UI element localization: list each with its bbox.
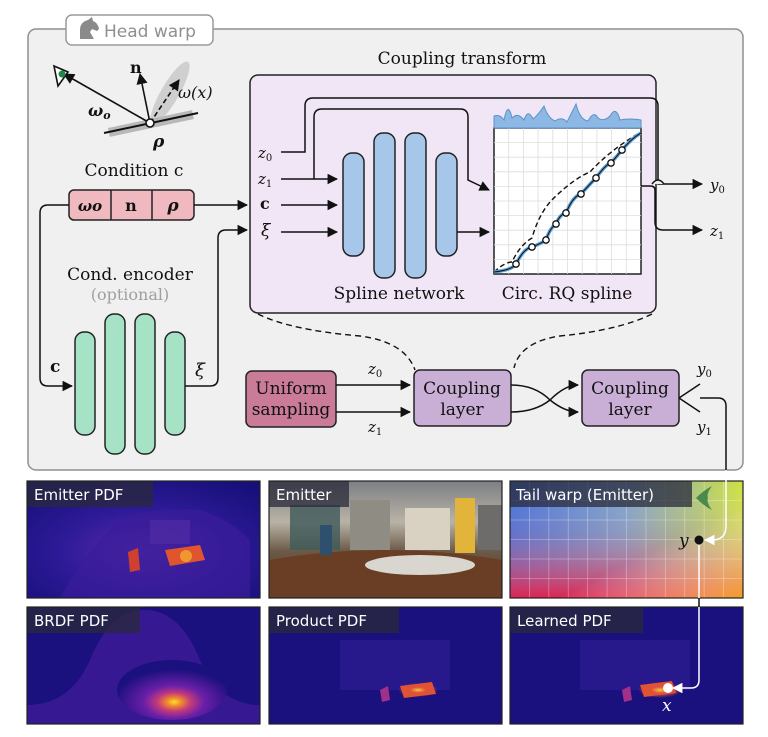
- cond-encoder-title: Cond. encoder: [67, 265, 194, 285]
- spline-dashed-curve: [494, 131, 641, 273]
- svg-text:Coupling: Coupling: [423, 379, 501, 399]
- normal-label: n: [130, 58, 142, 77]
- condition-cell-rho: ρ: [166, 196, 179, 216]
- omega-x-label: ω(x): [178, 83, 213, 102]
- eye-icon: [52, 64, 70, 88]
- pipeline-wires: [336, 379, 727, 470]
- point-y-label: y: [678, 531, 689, 551]
- uniform-label-2: sampling: [252, 400, 331, 420]
- horse-head-icon: [80, 17, 99, 39]
- svg-text:Tail warp (Emitter): Tail warp (Emitter): [515, 486, 654, 504]
- uniform-label-1: Uniform: [255, 379, 327, 399]
- wire-hop: [651, 179, 665, 185]
- cond-encoder-network: [74, 313, 186, 455]
- svg-text:Emitter PDF: Emitter PDF: [34, 486, 123, 504]
- panel-brdf-pdf-title: BRDF PDF: [27, 607, 140, 633]
- condition-title: Condition c: [85, 161, 184, 181]
- omega-o-label: ωo: [88, 101, 111, 122]
- point-y: [694, 535, 704, 545]
- condition-wires: [39, 199, 249, 392]
- head-warp-tag: Head warp: [65, 14, 214, 46]
- rho-label: ρ: [152, 132, 165, 152]
- panel-emitter-border: [268, 480, 503, 599]
- fish-tail-icon: [696, 486, 712, 510]
- spline-network: [342, 132, 458, 279]
- svg-text:Coupling: Coupling: [591, 379, 669, 399]
- cond-encoder-subtitle: (optional): [91, 285, 170, 304]
- condition-cell-omega: ωo: [78, 197, 102, 215]
- svg-text:BRDF PDF: BRDF PDF: [34, 612, 109, 630]
- panel-brdf-pdf-border: [26, 606, 261, 725]
- panel-tail-warp-border: [509, 480, 744, 599]
- panel-learned-pdf-border: [509, 606, 744, 725]
- ct-input-xi: ξ: [261, 221, 272, 241]
- svg-text:layer: layer: [440, 400, 484, 420]
- panel-emitter-pdf-border: [26, 480, 261, 599]
- uniform-sampling-box: Uniform sampling: [245, 370, 337, 428]
- hit-point: [145, 118, 155, 128]
- surface-sketch: ωo n ω(x) ρ: [52, 58, 213, 152]
- point-x-label: x: [662, 696, 672, 716]
- spline-network-label: Spline network: [334, 284, 466, 304]
- zoom-lines: [257, 313, 653, 371]
- panel-tail-warp-title: Tail warp (Emitter): [510, 481, 712, 510]
- density-curve: [493, 102, 642, 129]
- encoder-output-xi: ξ: [195, 360, 206, 381]
- condition-vector: ωo n ρ: [68, 189, 195, 221]
- svg-text:Learned PDF: Learned PDF: [517, 612, 612, 630]
- panel-product-pdf-title: Product PDF: [269, 607, 399, 633]
- condition-cell-normal: n: [125, 196, 137, 215]
- coupling-transform-title: Coupling transform: [378, 49, 547, 69]
- encoder-input-c: c: [50, 357, 60, 377]
- spline-label: Circ. RQ spline: [502, 284, 633, 304]
- panel-product-pdf-border: [268, 606, 503, 725]
- svg-text:Emitter: Emitter: [276, 486, 332, 504]
- circ-rq-spline-plot: [493, 102, 642, 275]
- ct-wires: [281, 97, 704, 238]
- coupling-layer-2: Coupling layer: [581, 369, 680, 427]
- ct-input-c: c: [260, 194, 270, 213]
- panel-emitter-title: Emitter: [269, 481, 349, 507]
- svg-text:Product PDF: Product PDF: [276, 612, 367, 630]
- svg-text:layer: layer: [608, 400, 652, 420]
- panel-emitter-pdf-title: Emitter PDF: [27, 481, 153, 507]
- spline-knots: [512, 146, 626, 268]
- point-x: [663, 683, 673, 693]
- head-warp-title: Head warp: [104, 22, 196, 42]
- coupling-layer-1: Coupling layer: [413, 369, 512, 427]
- panel-learned-pdf-title: Learned PDF: [510, 607, 643, 633]
- panel-flow-wires: [671, 470, 727, 694]
- panel-brdf-pdf: [27, 607, 260, 724]
